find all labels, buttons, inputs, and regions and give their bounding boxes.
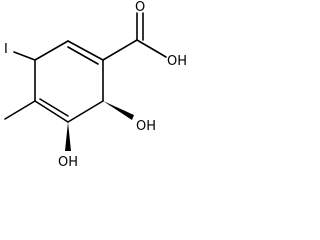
- ring-bond-c1-c2: [67, 40, 104, 61]
- ring-bond-c2-c3: [34, 40, 69, 61]
- wedge-bond-c5-hydroxyl: [65, 122, 71, 151]
- bond-c3-iodine: [13, 51, 36, 61]
- chemical-structure-diagram: I O OH OH OH: [4, 0, 187, 170]
- atom-label-carboxyl-hydroxyl: OH: [167, 54, 187, 69]
- ring-bond-c5-c6: [67, 100, 104, 123]
- bond-carboxyl-hydroxyl: [136, 39, 167, 58]
- atom-label-carbonyl-oxygen: O: [135, 0, 145, 15]
- ring-bond-c4-c5-inner: [39, 98, 69, 117]
- atom-label-iodine: I: [4, 42, 8, 57]
- ring-bond-c4-c5: [34, 100, 69, 123]
- atom-label-hydroxyl-lower: OH: [58, 155, 78, 170]
- wedge-bond-c6-hydroxyl: [103, 101, 134, 120]
- bond-c1-carboxyl-carbon: [102, 39, 138, 61]
- ring-bond-c1-c2-inner: [67, 46, 99, 65]
- atom-label-hydroxyl-upper: OH: [136, 119, 156, 134]
- bond-c4-methyl: [4, 100, 36, 120]
